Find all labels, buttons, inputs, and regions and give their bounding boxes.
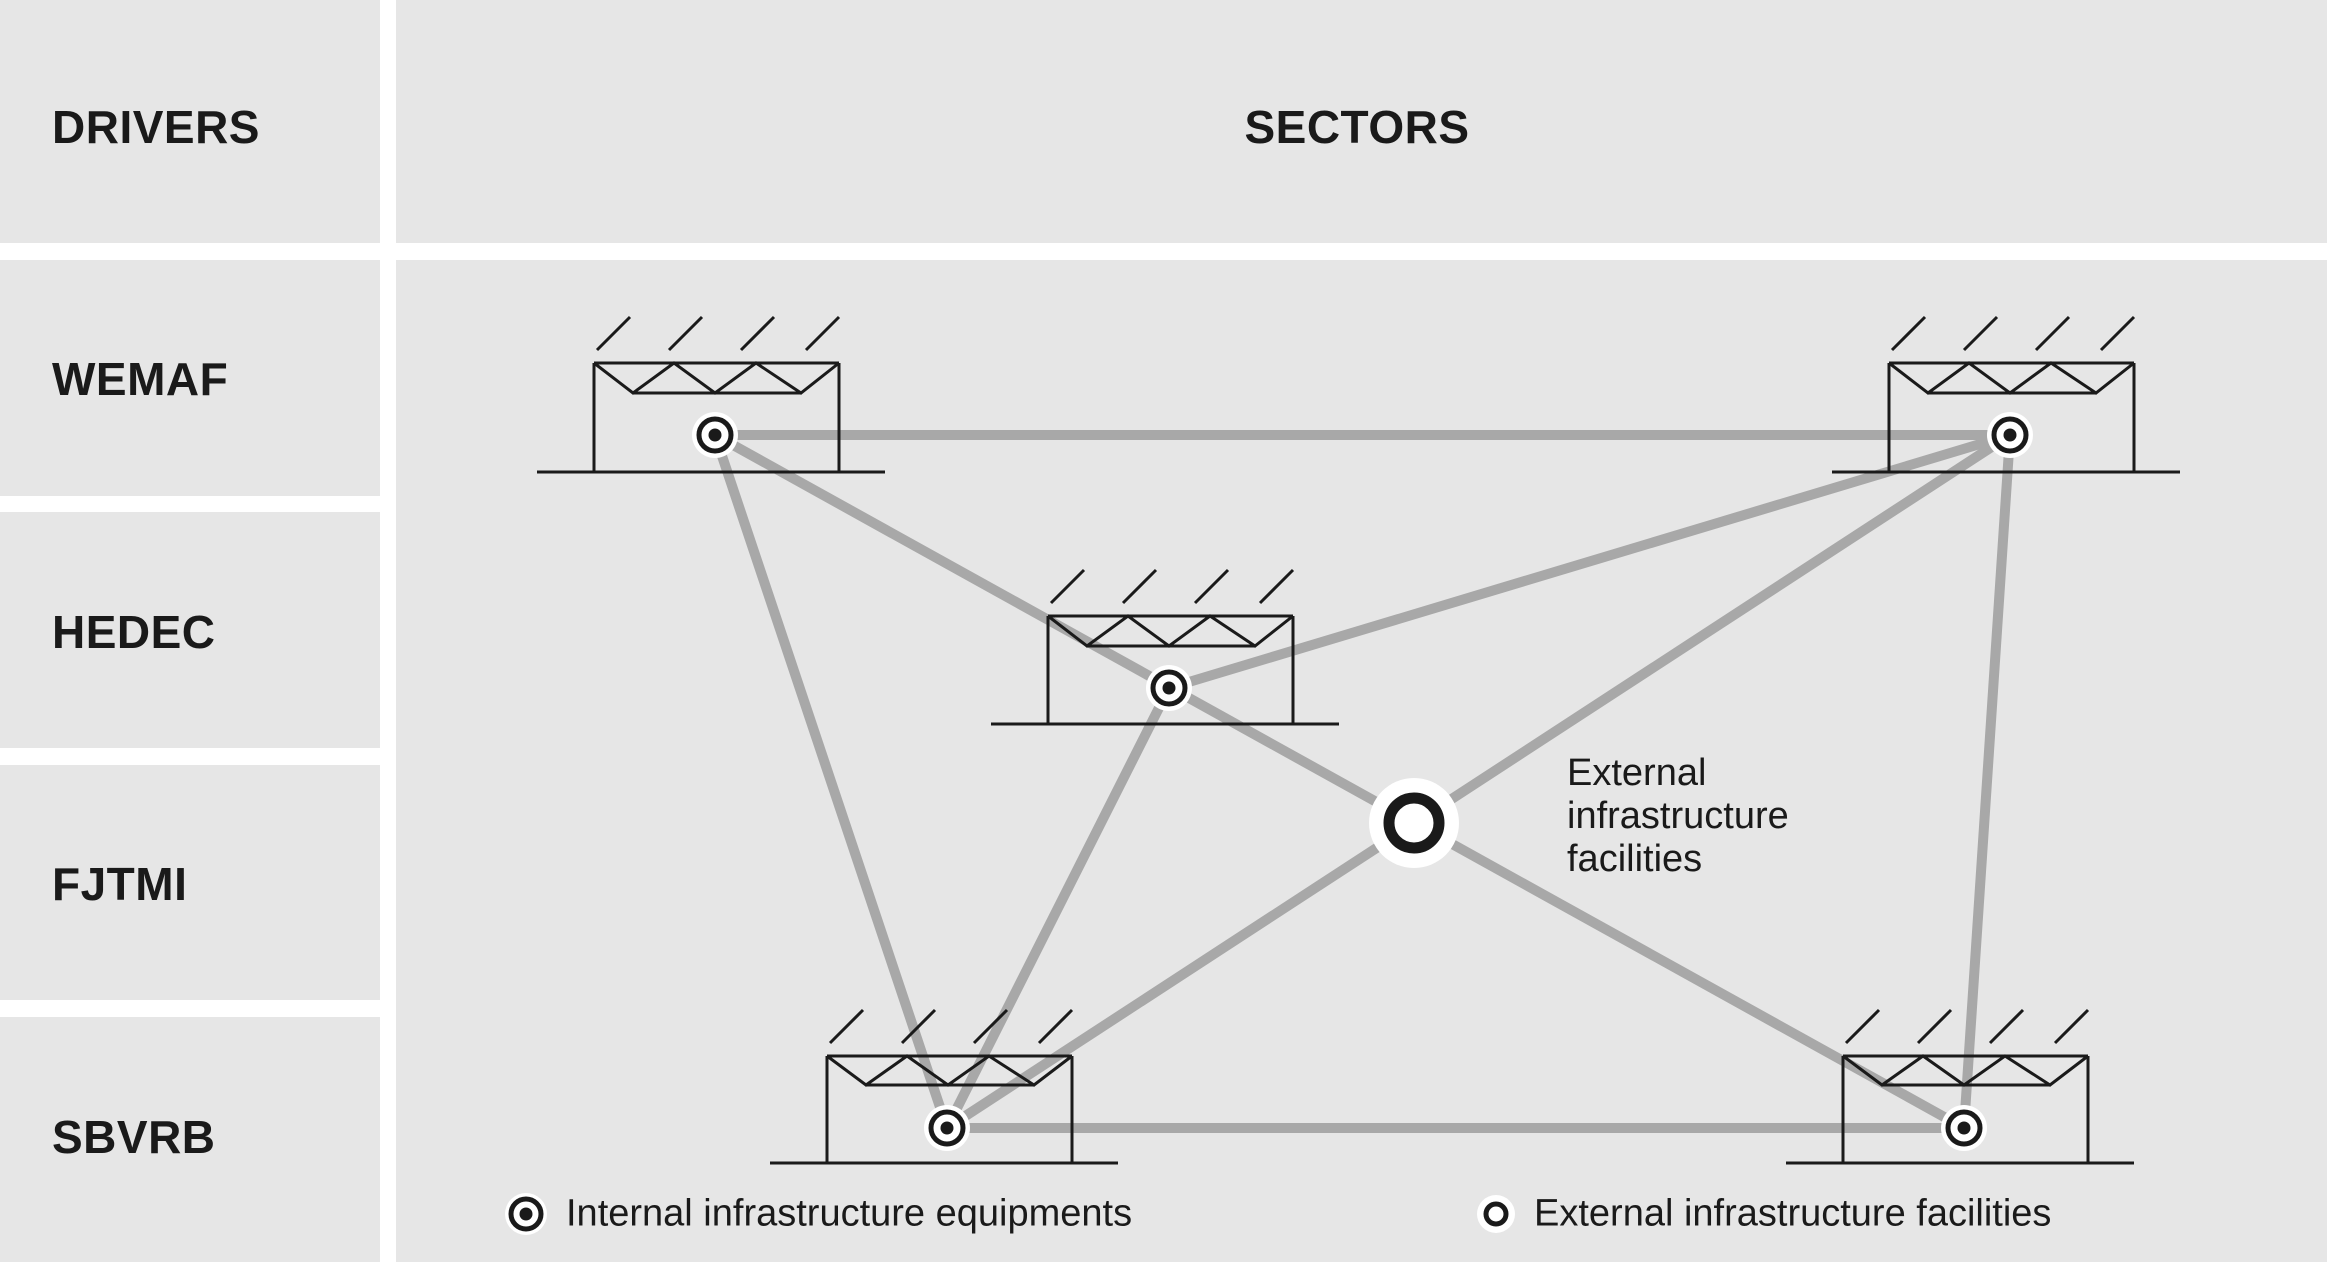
- legend-external-label: External infrastructure facilities: [1534, 1192, 2052, 1235]
- facility-top-right: [1832, 315, 2180, 474]
- legend-external-icon: [1477, 1195, 1515, 1233]
- external-label-line-2: infrastructure: [1567, 795, 1789, 837]
- link-top-right-bottom-right: [1959, 430, 2015, 1133]
- external-facility-hub: [1369, 778, 1459, 868]
- external-label-line-3: facilities: [1567, 838, 1703, 880]
- legend-internal-icon: [505, 1193, 547, 1235]
- link-top-left-bottom-right: [710, 430, 1969, 1133]
- facility-top-left: [537, 315, 885, 474]
- driver-cell-fjtmi: [0, 765, 380, 1000]
- legend-internal-label: Internal infrastructure equipments: [566, 1192, 1133, 1235]
- facility-bottom-right: [1786, 1008, 2134, 1165]
- driver-label-sbvrb: SBVRB: [52, 1111, 216, 1163]
- link-center-top-right: [1164, 430, 2015, 693]
- driver-cell-hedec: [0, 512, 380, 748]
- internal-node-bottom-left: [924, 1105, 970, 1151]
- driver-cell-wemaf: [0, 260, 380, 496]
- driver-label-wemaf: WEMAF: [52, 353, 229, 405]
- internal-node-top-left: [692, 412, 738, 458]
- driver-label-fjtmi: FJTMI: [52, 858, 188, 910]
- driver-label-hedec: HEDEC: [52, 606, 216, 658]
- facility-center: [991, 568, 1339, 726]
- drivers-header-cell: [0, 0, 380, 243]
- internal-node-top-right: [1987, 412, 2033, 458]
- external-label-line-1: External: [1567, 752, 1707, 794]
- link-top-right-bottom-left: [942, 430, 2015, 1133]
- facility-bottom-left: [770, 1008, 1118, 1165]
- drivers-title: DRIVERS: [52, 101, 260, 153]
- network-links: [710, 430, 2015, 1133]
- link-top-left-bottom-left: [710, 430, 952, 1133]
- sectors-header-cell: [396, 0, 2327, 243]
- sectors-title: SECTORS: [1244, 101, 1470, 153]
- internal-node-bottom-right: [1941, 1105, 1987, 1151]
- internal-node-center: [1146, 665, 1192, 711]
- driver-cell-sbvrb: [0, 1017, 380, 1262]
